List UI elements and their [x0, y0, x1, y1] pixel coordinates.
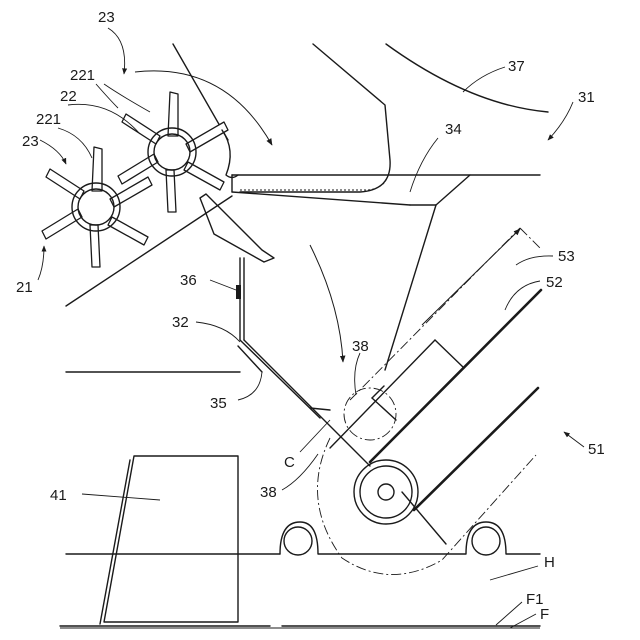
label-22: 22 [60, 88, 77, 105]
sensor-36 [236, 285, 241, 299]
label-37: 37 [508, 58, 525, 75]
label-36: 36 [180, 272, 197, 289]
label-53: 53 [558, 248, 575, 265]
label-h: H [544, 554, 555, 571]
label-c: C [284, 454, 295, 471]
bin-41 [100, 456, 238, 624]
label-51: 51 [588, 441, 605, 458]
label-31: 31 [578, 89, 595, 106]
label-21: 21 [16, 279, 33, 296]
crawler [66, 522, 540, 555]
label-221-top: 221 [70, 67, 95, 84]
label-23-top: 23 [98, 9, 115, 26]
label-38-upper: 38 [352, 338, 369, 355]
conveyor [310, 228, 541, 544]
label-41: 41 [50, 487, 67, 504]
label-38-lower: 38 [260, 484, 277, 501]
label-23-left: 23 [22, 133, 39, 150]
hopper-inner-outline [240, 175, 388, 190]
chute-wall [66, 258, 370, 466]
label-52: 52 [546, 274, 563, 291]
flow-arrows [135, 71, 520, 362]
label-32: 32 [172, 314, 189, 331]
detail-circle-c-small [344, 388, 396, 440]
label-35: 35 [210, 395, 227, 412]
label-34: 34 [445, 121, 462, 138]
label-221-left: 221 [36, 111, 61, 128]
upper-housing [173, 44, 548, 370]
label-f: F [540, 606, 549, 623]
deflector-plate [200, 194, 274, 262]
rotor-guard [222, 130, 238, 178]
